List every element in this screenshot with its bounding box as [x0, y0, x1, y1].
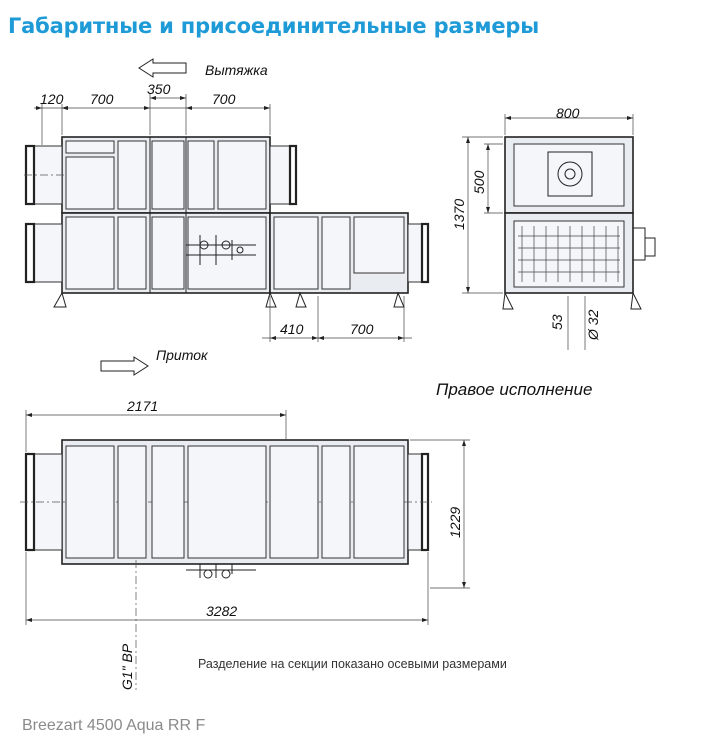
dim-350: 350: [147, 81, 171, 97]
dim-3282: 3282: [206, 603, 237, 619]
dim-700-c: 700: [350, 321, 374, 337]
supply-arrow: [100, 356, 149, 376]
dim-1370: 1370: [451, 199, 467, 230]
front-view-upper-unit: [24, 136, 298, 214]
exhaust-label: Вытяжка: [205, 62, 268, 78]
front-view-lower-unit: [24, 137, 430, 308]
model-name: Breezart 4500 Aqua RR F: [22, 717, 206, 734]
dim-700-b: 700: [212, 91, 236, 107]
dim-700-a: 700: [90, 91, 114, 107]
right-version-label: Правое исполнение: [436, 380, 592, 399]
dim-2171: 2171: [126, 398, 158, 414]
dim-53: 53: [549, 314, 565, 330]
dim-120: 120: [40, 91, 64, 107]
front-bottom-dimensions: [262, 296, 412, 342]
dim-1229: 1229: [447, 507, 463, 538]
sections-note: Разделение на секции показано осевыми ра…: [198, 657, 507, 671]
thread-label: G1" BP: [119, 643, 135, 690]
side-dimensions: [462, 114, 634, 350]
plan-dimensions: [25, 410, 470, 625]
dim-500: 500: [471, 170, 487, 194]
top-dimension-chain: [34, 94, 271, 145]
page-title: Габаритные и присоединительные размеры: [8, 14, 540, 38]
dim-diameter-32: Ø 32: [585, 309, 601, 341]
dim-800: 800: [556, 105, 580, 121]
plan-view-unit: [20, 439, 432, 690]
side-view: [502, 136, 656, 310]
exhaust-arrow: [138, 58, 187, 78]
dim-410: 410: [280, 321, 304, 337]
supply-label: Приток: [156, 347, 209, 363]
